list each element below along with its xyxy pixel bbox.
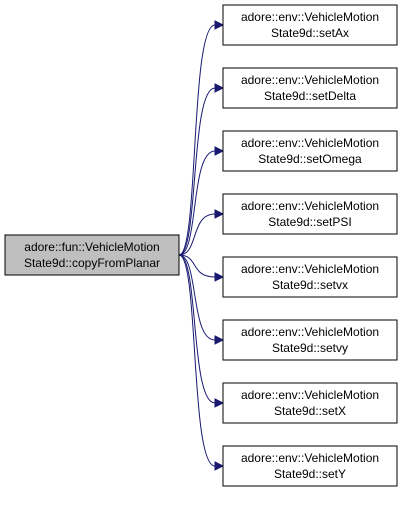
source-node-box <box>4 234 180 276</box>
target-node-label-line2: State9d::setY <box>274 467 346 481</box>
target-node-label-line2: State9d::setOmega <box>258 152 362 166</box>
call-edge-setvx <box>178 254 216 278</box>
source-node[interactable]: adore::fun::VehicleMotion State9d::copyF… <box>4 234 180 276</box>
arrowhead-setvx <box>214 272 225 282</box>
target-node-label-line1: adore::env::VehicleMotion <box>241 73 379 87</box>
call-edge-setomega <box>178 150 216 256</box>
target-node-label-line1: adore::env::VehicleMotion <box>241 199 379 213</box>
target-node-box <box>222 4 398 46</box>
arrowhead-setvy <box>214 335 225 345</box>
target-node-label-line1: adore::env::VehicleMotion <box>241 325 379 339</box>
target-nodes: adore::env::VehicleMotionState9d::setAxa… <box>222 4 398 487</box>
target-node-label-line1: adore::env::VehicleMotion <box>241 451 379 465</box>
arrowhead-setpsi <box>214 209 225 219</box>
arrowhead-setx <box>214 398 225 408</box>
target-node-label-line1: adore::env::VehicleMotion <box>241 136 379 150</box>
call-edges <box>178 20 225 471</box>
arrowhead-setax <box>214 20 225 30</box>
target-node-setomega[interactable]: adore::env::VehicleMotionState9d::setOme… <box>222 130 398 172</box>
call-edge-setax <box>178 24 216 256</box>
target-node-label-line2: State9d::setvx <box>272 278 348 292</box>
target-node-setdelta[interactable]: adore::env::VehicleMotionState9d::setDel… <box>222 67 398 109</box>
call-edge-setpsi <box>178 213 216 256</box>
arrowhead-sety <box>214 461 225 471</box>
arrowhead-setomega <box>214 146 225 156</box>
target-node-label-line1: adore::env::VehicleMotion <box>241 262 379 276</box>
target-node-label-line2: State9d::setAx <box>271 26 349 40</box>
call-edge-sety <box>178 254 216 467</box>
target-node-box <box>222 445 398 487</box>
target-node-box <box>222 319 398 361</box>
arrowhead-setdelta <box>214 83 225 93</box>
target-node-box <box>222 67 398 109</box>
target-node-label-line2: State9d::setDelta <box>264 89 356 103</box>
target-node-box <box>222 193 398 235</box>
target-node-label-line2: State9d::setPSI <box>268 215 351 229</box>
target-node-box <box>222 382 398 424</box>
call-edge-setx <box>178 254 216 404</box>
target-node-label-line2: State9d::setvy <box>272 341 348 355</box>
call-edge-setdelta <box>178 87 216 256</box>
target-node-label-line1: adore::env::VehicleMotion <box>241 388 379 402</box>
target-node-label-line1: adore::env::VehicleMotion <box>241 10 379 24</box>
source-node-label-line2: State9d::copyFromPlanar <box>24 256 160 270</box>
target-node-box <box>222 130 398 172</box>
target-node-label-line2: State9d::setX <box>274 404 346 418</box>
call-edge-setvy <box>178 254 216 341</box>
target-node-box <box>222 256 398 298</box>
source-node-label-line1: adore::fun::VehicleMotion <box>24 240 159 254</box>
